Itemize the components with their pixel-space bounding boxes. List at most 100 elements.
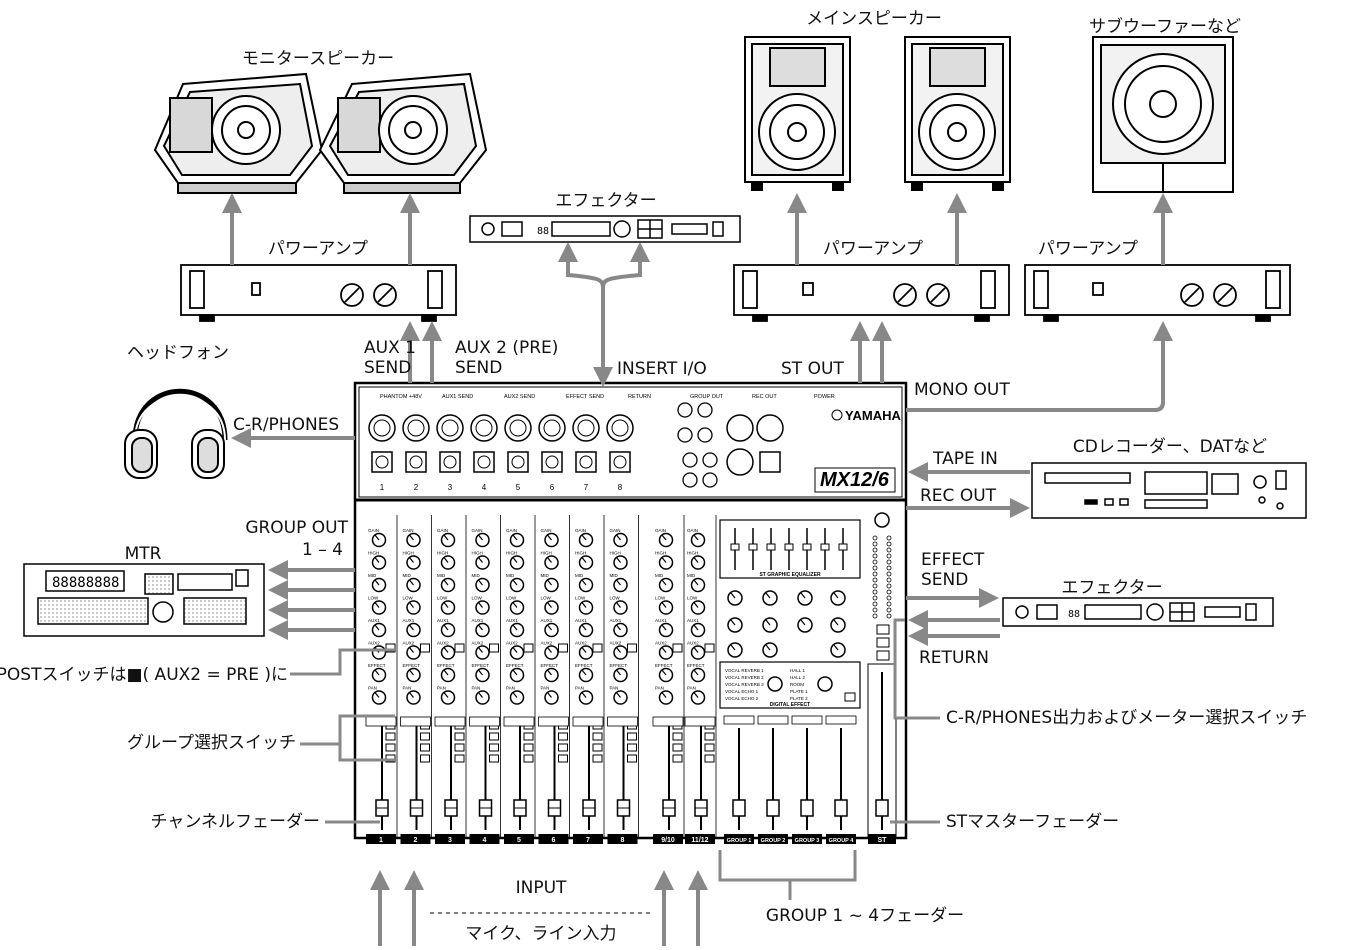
knob-pointer <box>512 557 518 563</box>
group-select-switch <box>627 743 637 752</box>
xlr-jack-inner <box>577 419 595 437</box>
channel-label-bar <box>653 834 683 844</box>
knob-label: AUX1 <box>403 618 415 623</box>
knob-label: HIGH <box>655 551 666 556</box>
knob-label: MID <box>610 573 619 578</box>
knob-label: MID <box>541 573 550 578</box>
knob-pointer <box>616 647 621 653</box>
knob-pointer <box>765 592 771 599</box>
meter-led <box>872 613 878 619</box>
group-fader <box>732 799 746 817</box>
knob-label: LOW <box>575 596 586 601</box>
knob-label: PAN <box>687 686 696 691</box>
knob-label: HIGH <box>610 551 621 556</box>
group-select-switch <box>704 743 715 752</box>
knob-pointer <box>512 624 518 631</box>
knob-label: EFFECT <box>506 663 524 668</box>
channel-label-bar <box>607 834 638 844</box>
rear-section-label: POWER <box>814 394 835 400</box>
rear-section-label: REC OUT <box>752 394 777 400</box>
knob-label: GAIN <box>472 528 483 533</box>
insert-io-label: INSERT I/O <box>617 359 707 379</box>
group-select-switch <box>489 743 499 752</box>
group-select-switch <box>558 743 568 752</box>
rca-jack <box>702 472 718 488</box>
channel-number-box <box>400 716 431 727</box>
group-select-switch <box>385 743 396 752</box>
mixer-brand: YAMAHA <box>845 408 901 423</box>
knob-pointer <box>581 647 587 653</box>
knob-pointer <box>730 619 736 626</box>
knob-label: AUX2 <box>472 641 484 646</box>
knob-pointer <box>616 624 621 631</box>
group-select-switch <box>672 754 683 763</box>
cr-phones-select-switch <box>876 624 890 635</box>
rca-jack <box>677 427 693 443</box>
effect-preset-label: VOCAL REVERB 2 <box>725 675 764 680</box>
group-select-switch <box>627 754 637 763</box>
knob-label: AUX1 <box>575 618 587 623</box>
aux1-send-label-2: SEND <box>364 358 412 378</box>
main-speakers-label: メインスピーカー <box>806 9 942 29</box>
group-label: GROUP 2 <box>761 838 786 844</box>
knob-pointer <box>478 579 483 586</box>
knob-pointer <box>661 557 667 563</box>
meter-led <box>872 583 878 589</box>
xlr-jack-inner <box>509 419 527 437</box>
line-jack-hole <box>375 455 389 469</box>
channel-number-box <box>503 716 535 727</box>
channel-number-box <box>434 716 466 727</box>
meter-led <box>872 559 878 565</box>
knob-label: EFFECT <box>403 663 421 668</box>
knob-pointer <box>693 602 699 608</box>
group-select-switch <box>672 732 683 741</box>
knob-label: MID <box>575 573 584 578</box>
knob-pointer <box>547 579 552 586</box>
channel-number-label: 8 <box>621 837 625 844</box>
line-jack-hole <box>613 455 627 469</box>
knob-label: LOW <box>610 596 621 601</box>
knob-pointer <box>581 624 587 631</box>
headphones-unit <box>124 388 228 479</box>
output-xlr-jack <box>726 448 754 476</box>
knob-pointer <box>581 557 587 563</box>
knob-pointer <box>616 669 621 676</box>
knob-pointer <box>661 647 667 653</box>
post-switch <box>385 643 396 653</box>
group-select-switch <box>558 732 568 741</box>
meter-led <box>872 571 878 577</box>
knob-label: PAN <box>506 686 515 691</box>
group-select-switch <box>523 754 534 763</box>
line-jack-hole <box>443 455 457 469</box>
rear-section-label: PHANTOM +48V <box>380 394 422 400</box>
phones-level-knob-icon <box>874 512 890 528</box>
rear-channel-label: 2 <box>414 483 419 492</box>
knob-label: AUX1 <box>437 618 449 623</box>
effector-right-display: 88 <box>1068 609 1080 620</box>
group-label-bar <box>758 834 788 844</box>
effect-send-label-1: EFFECT <box>921 550 985 570</box>
effector-top-label: エフェクター <box>555 191 657 211</box>
knob-pointer <box>443 602 449 608</box>
channel-label-bar <box>469 834 500 844</box>
knob-pointer <box>833 592 839 599</box>
knob-pointer <box>765 644 771 651</box>
group-select-switch <box>592 732 603 741</box>
knob-label: MID <box>437 573 446 578</box>
group-select-switch <box>420 754 430 763</box>
channel-label-bar <box>504 834 534 844</box>
power-amp-mid-unit <box>733 264 1010 322</box>
effect-preset-label: PLATE 2 <box>790 696 808 701</box>
knob-label: PAN <box>655 686 664 691</box>
knob-pointer <box>616 579 621 586</box>
knob-pointer <box>581 534 587 541</box>
meter-led <box>886 535 892 541</box>
meter-led <box>886 559 892 565</box>
knob-label: HIGH <box>472 551 483 556</box>
knob-pointer <box>616 557 621 563</box>
cr-phones-label: C-R/PHONES <box>233 415 340 435</box>
knob-pointer <box>581 602 587 608</box>
post-switch <box>420 643 430 653</box>
cd-recorder-unit <box>1031 462 1307 519</box>
